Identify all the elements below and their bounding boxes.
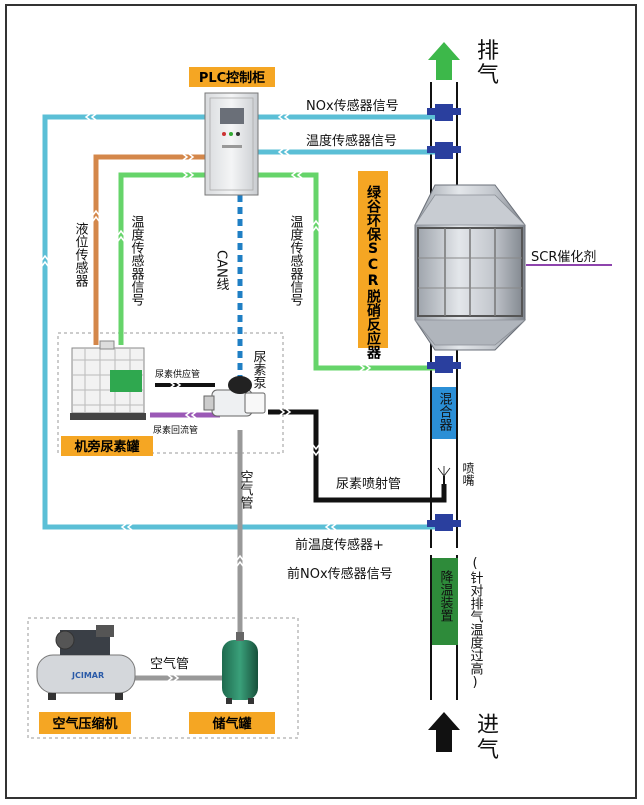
exhaust-out-label-2: 气: [477, 63, 499, 88]
intake-arrow-icon: [428, 712, 460, 752]
intake-label-1: 进: [477, 713, 499, 738]
urea-tank-label-bg: [61, 436, 153, 456]
pipe-flanges: [427, 104, 461, 531]
urea-tank-label: 机旁尿素罐: [74, 439, 139, 455]
cooling-device-label: 降温装置: [438, 570, 454, 622]
scr-catalyst-label: SCR催化剂: [531, 250, 596, 265]
urea-spray-line: [268, 409, 447, 503]
cooling-note-label: (针对排气温度过高): [468, 556, 484, 690]
scr-reactor-icon: [414, 184, 527, 351]
air-pipe-vertical-label: 空气管: [238, 470, 254, 510]
exhaust-out-label-1: 排: [477, 39, 499, 64]
plc-label-bg: [189, 67, 275, 87]
air-tank-icon: [222, 632, 258, 704]
urea-group-box: [57, 332, 284, 454]
nozzle-icon: [437, 466, 451, 486]
temp-signal-top-label: 温度传感器信号: [306, 133, 397, 149]
liquid-level-line: [93, 154, 205, 345]
air-pipe-horizontal-label: 空气管: [150, 656, 189, 672]
can-line-label: CAN线: [214, 250, 230, 291]
reactor-label-bg: [358, 171, 388, 348]
temp-sensor-left-label: 温度传感器信号: [129, 215, 145, 306]
reactor-vendor-label: 绿谷环保SCR脱硝反应器: [365, 184, 382, 360]
air-tank-label: 储气罐: [211, 716, 251, 732]
temp-sensor-mid-line: [258, 172, 437, 371]
urea-return-label: 尿素回流管: [153, 424, 198, 436]
cooling-device-box: [432, 558, 458, 645]
outer-frame: [5, 4, 637, 799]
urea-spray-label: 尿素喷射管: [336, 476, 401, 492]
plc-cabinet-icon: [204, 92, 259, 196]
exhaust-arrow-icon: [428, 42, 460, 80]
urea-tank-icon: [70, 340, 146, 420]
air-group-box: [27, 617, 299, 739]
flow-chevrons: [41, 113, 372, 682]
compressor-brand: JCIMAR: [71, 671, 104, 680]
intake-label-2: 气: [477, 738, 499, 763]
nozzle-label: 喷嘴: [461, 462, 475, 486]
liquid-level-sensor-label: 液位传感器: [73, 222, 89, 288]
temp-sensor-mid-label: 温度传感器信号: [288, 215, 304, 306]
plc-cabinet-label: PLC控制柜: [199, 70, 265, 86]
front-sensor-label-1: 前温度传感器+: [295, 537, 384, 553]
mixer-label: 混合器: [437, 392, 453, 432]
nox-signal-label: NOx传感器信号: [306, 98, 399, 114]
urea-pump-icon: [203, 376, 266, 417]
air-compressor-label: 空气压缩机: [52, 716, 117, 732]
mixer-box: [432, 387, 456, 439]
urea-supply-label: 尿素供应管: [155, 368, 200, 380]
air-compressor-icon: JCIMAR: [36, 625, 136, 700]
spray-chevrons: [169, 381, 320, 457]
compressor-label-bg: [39, 712, 131, 734]
urea-pump-label: 尿素泵: [251, 350, 267, 389]
air-tank-label-bg: [189, 712, 275, 734]
temp-sensor-left-line: [118, 172, 205, 345]
front-sensor-label-2: 前NOx传感器信号: [287, 566, 393, 582]
